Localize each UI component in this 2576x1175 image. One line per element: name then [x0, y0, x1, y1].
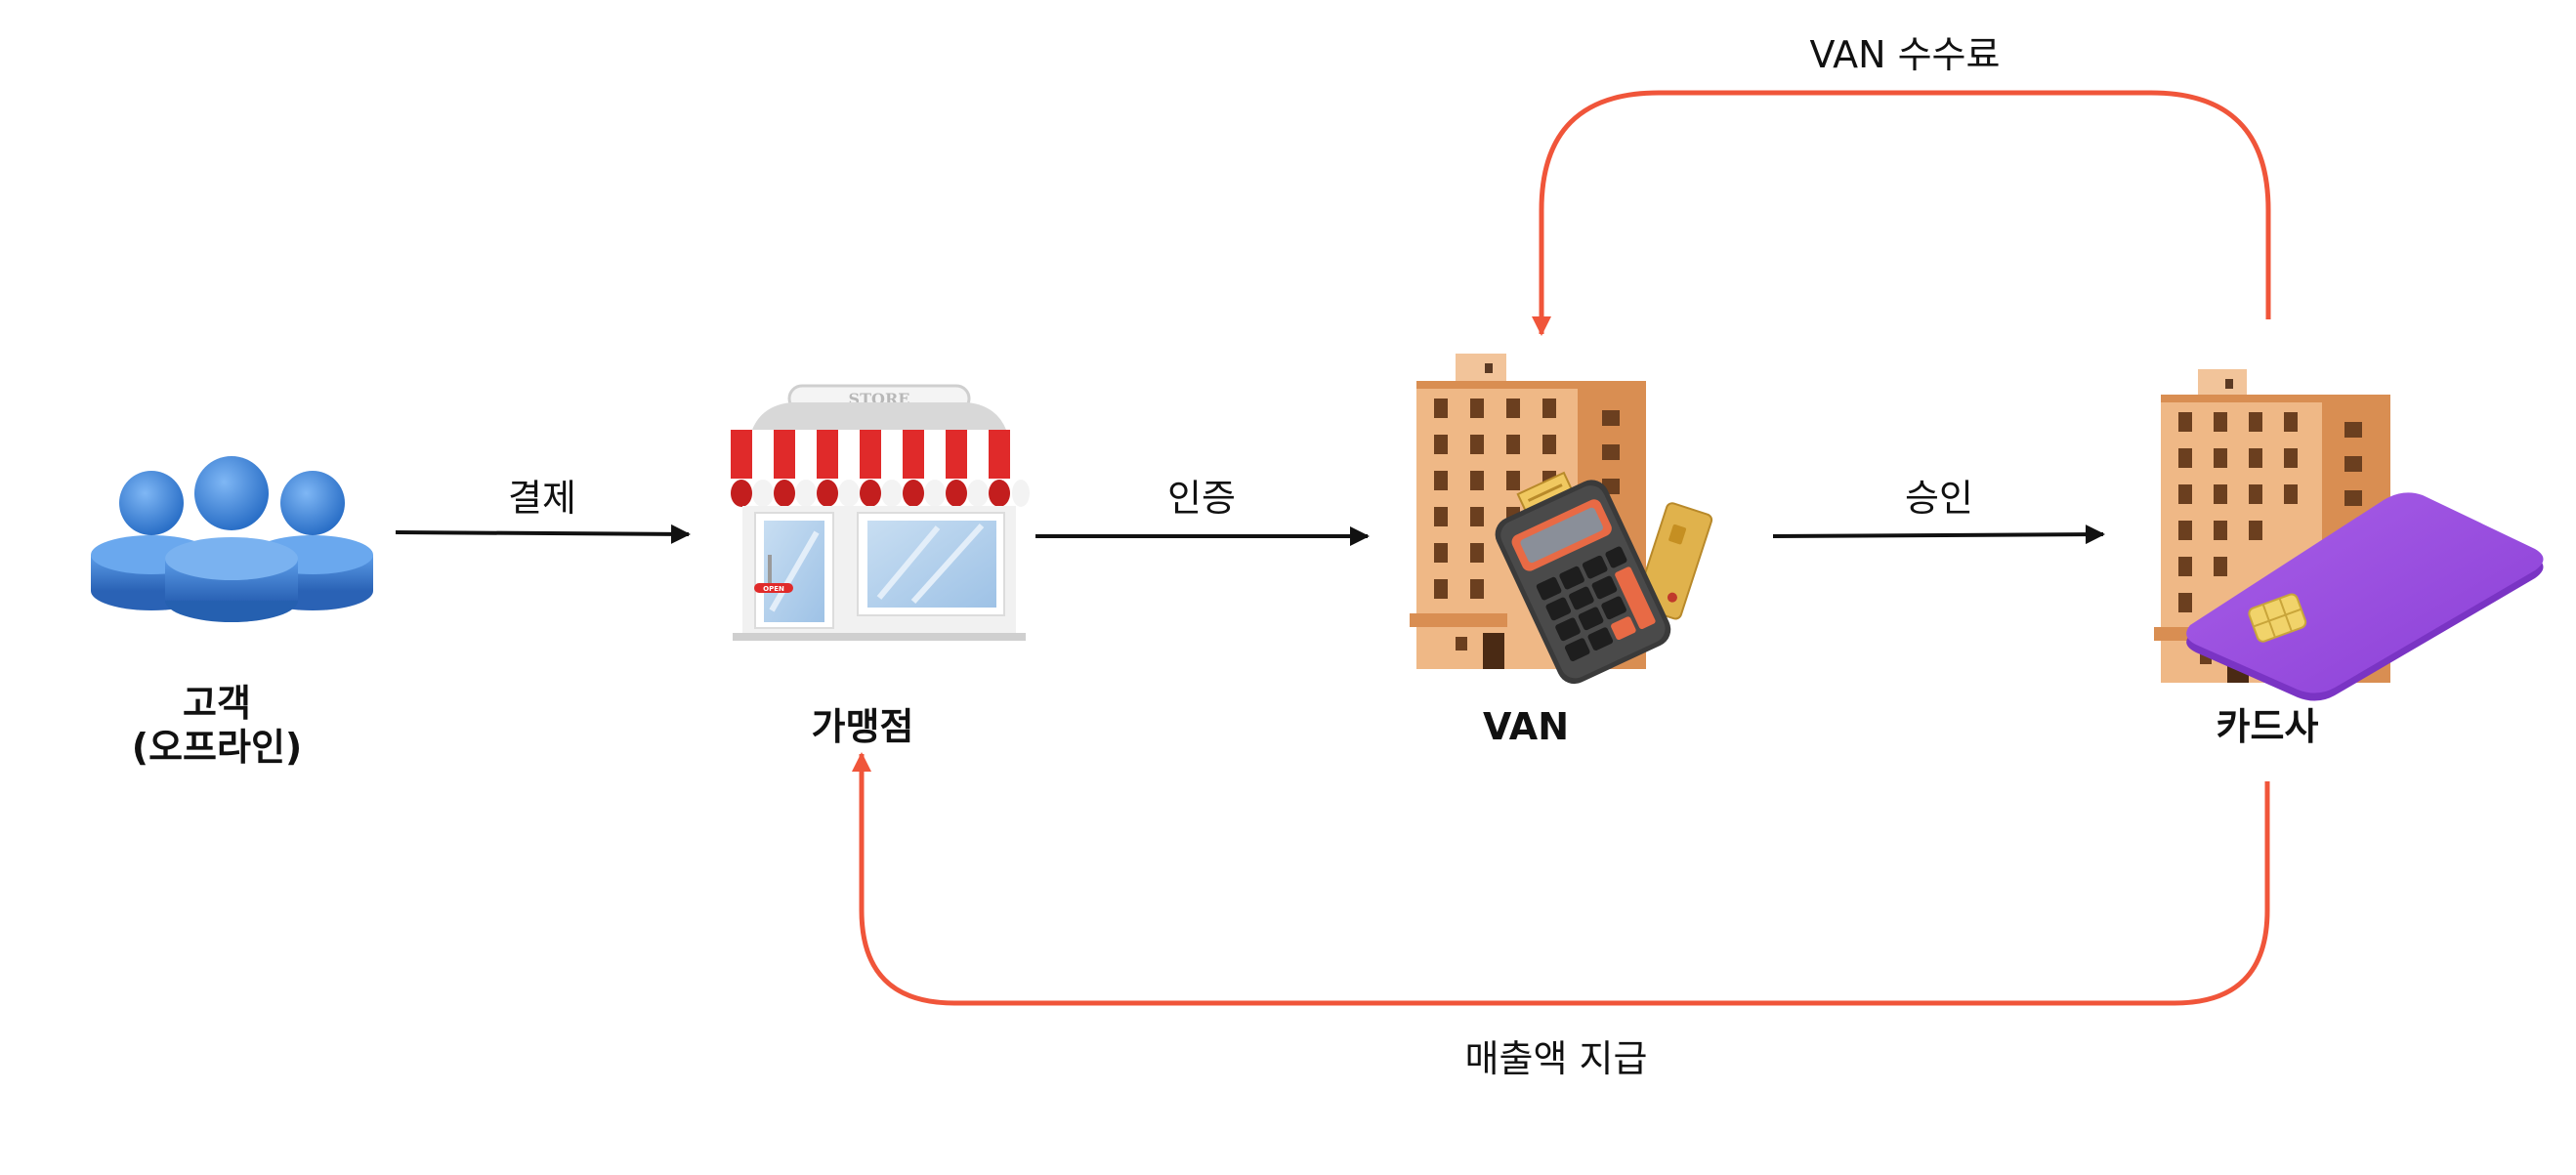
payment-arrow	[395, 524, 691, 544]
van-fee-label: VAN 수수료	[1810, 33, 2001, 76]
merchant-node: STORE	[731, 384, 1030, 748]
edge-authentication: 인증	[1035, 477, 1370, 546]
customer-node: 고객 (오프라인)	[91, 456, 373, 769]
edge-payment: 결제	[395, 477, 691, 544]
van-label: VAN	[1483, 705, 1569, 748]
edge-approval: 승인	[1772, 477, 2105, 545]
settlement-arrow	[852, 752, 2270, 1006]
payment-label: 결제	[508, 477, 576, 520]
users-icon	[91, 456, 373, 622]
approval-label: 승인	[1905, 477, 1973, 520]
merchant-label: 가맹점	[812, 705, 914, 748]
building-credit-card-icon	[2154, 369, 2544, 701]
van-fee-arrow	[1532, 90, 2271, 336]
edge-van-fee: VAN 수수료	[1532, 33, 2271, 336]
card-building-windows	[2178, 412, 2362, 612]
customer-label-line2: (오프라인)	[132, 726, 303, 769]
card-company-label: 카드사	[2217, 705, 2319, 748]
building-pos-terminal-icon	[1410, 354, 1713, 685]
store-icon: STORE	[731, 384, 1030, 641]
edge-settlement: 매출액 지급	[852, 752, 2270, 1080]
settlement-label: 매출액 지급	[1465, 1037, 1648, 1080]
approval-arrow	[1772, 525, 2105, 545]
card-chip	[2248, 593, 2307, 643]
van-node: VAN	[1410, 354, 1713, 748]
door-sign-text: OPEN	[763, 585, 784, 593]
authentication-label: 인증	[1167, 477, 1236, 520]
card-company-node: 카드사	[2154, 369, 2544, 748]
customer-label-line1: 고객	[183, 682, 251, 725]
